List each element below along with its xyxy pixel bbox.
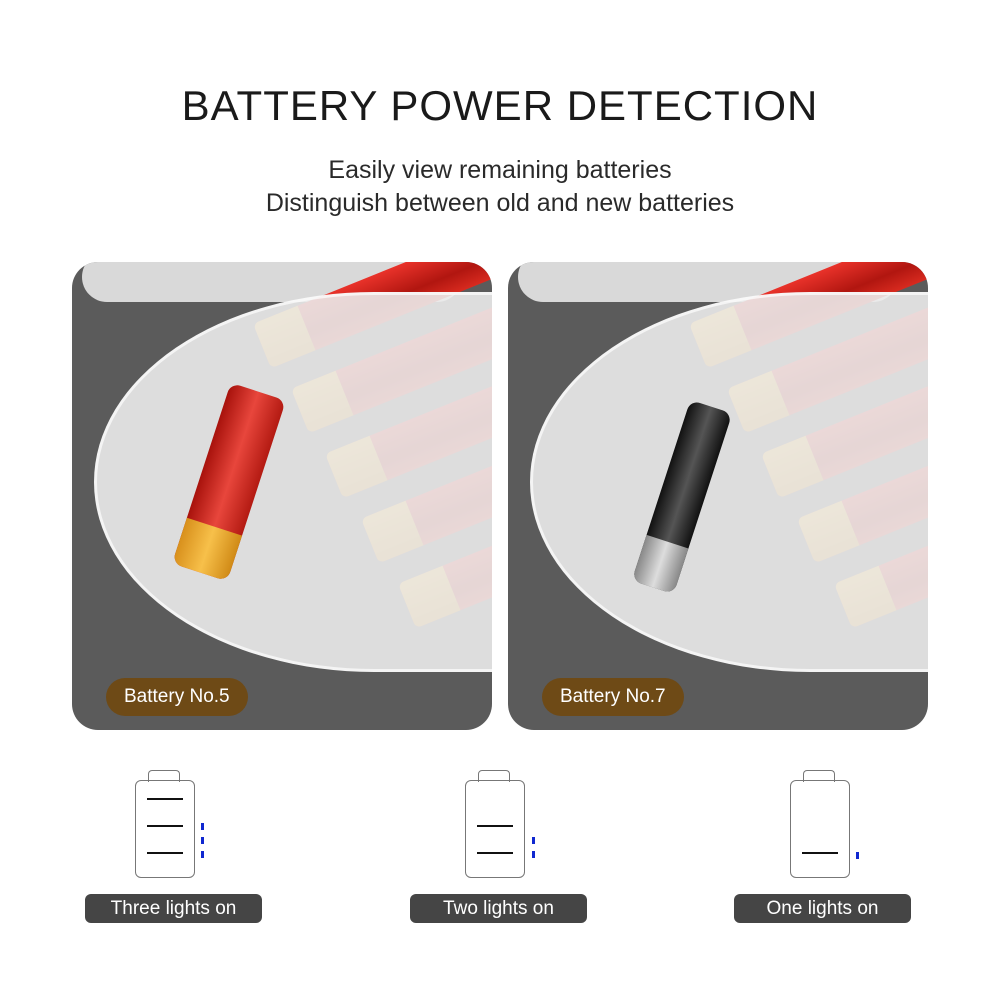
battery-no5-photo: Battery No.5 <box>72 262 492 730</box>
subtitle-line-1: Easily view remaining batteries <box>328 156 672 184</box>
battery-two-bars-icon <box>465 770 525 878</box>
transparent-case <box>94 292 492 672</box>
photo-label: Battery No.5 <box>106 678 248 716</box>
indicator-light <box>201 823 204 830</box>
indicator-light <box>201 837 204 844</box>
indicator-light <box>201 851 204 858</box>
indicator-label: One lights on <box>734 894 911 923</box>
indicator-light <box>532 851 535 858</box>
battery-no7-photo: Battery No.7 <box>508 262 928 730</box>
indicator-light <box>532 837 535 844</box>
battery-three-bars-icon <box>135 770 195 878</box>
transparent-case <box>530 292 928 672</box>
photo-label: Battery No.7 <box>542 678 684 716</box>
indicator-label: Three lights on <box>85 894 262 923</box>
indicator-label: Two lights on <box>410 894 587 923</box>
indicator-light <box>856 852 859 859</box>
battery-one-bar-icon <box>790 770 850 878</box>
page-title: BATTERY POWER DETECTION <box>181 82 819 129</box>
subtitle-line-2: Distinguish between old and new batterie… <box>265 189 735 217</box>
